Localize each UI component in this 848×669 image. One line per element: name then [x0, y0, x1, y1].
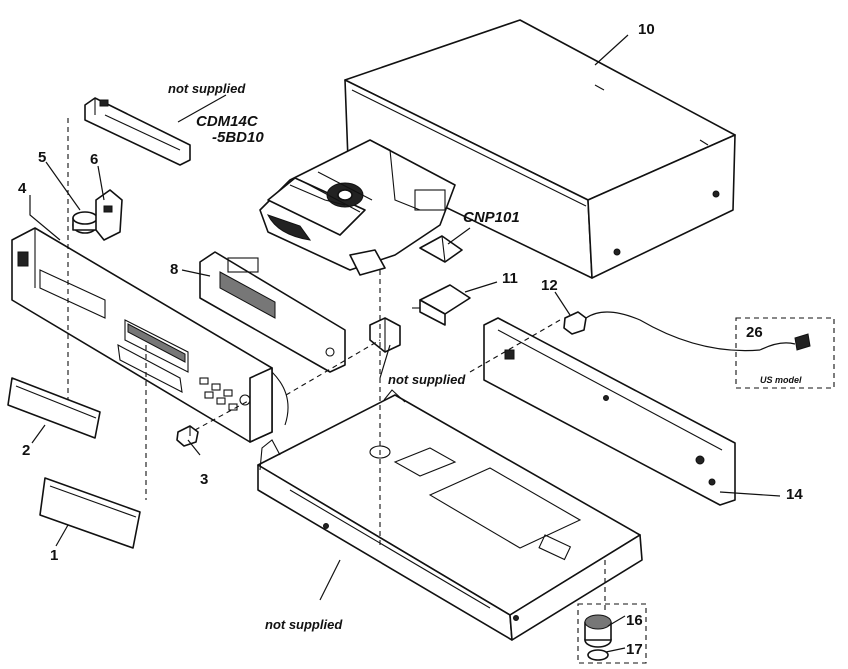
part-11	[412, 284, 471, 326]
middle-bracket	[369, 317, 401, 353]
window-2	[7, 377, 101, 439]
part-number-14: 14	[786, 486, 803, 503]
bottom-chassis	[257, 389, 643, 641]
top-bracket	[84, 97, 191, 166]
part-number-11: 11	[502, 270, 518, 287]
part-number-3: 3	[200, 471, 208, 488]
label-not-supplied-mid: not supplied	[388, 372, 466, 387]
part-number-4: 4	[18, 180, 27, 197]
part-number-26: 26	[746, 324, 763, 341]
part-number-1: 1	[50, 547, 58, 564]
label-cd-mech-line1: CDM14C	[196, 113, 259, 130]
power-cord	[563, 311, 811, 352]
part-number-17: 17	[626, 641, 643, 658]
assembly-lines	[67, 118, 606, 610]
part-number-8: 8	[170, 261, 178, 278]
front-panel	[11, 227, 289, 443]
part-number-6: 6	[90, 151, 98, 168]
connector-cnp101	[419, 235, 463, 263]
rear-panel	[483, 317, 736, 506]
top-cover	[344, 19, 736, 279]
leader-lines	[29, 34, 781, 653]
label-not-supplied-bottom: not supplied	[265, 617, 343, 632]
bushing-5	[72, 211, 98, 234]
label-cnp101: CNP101	[463, 209, 520, 226]
cd-mechanism	[259, 139, 456, 276]
knob-3	[176, 425, 199, 447]
part-numbers: 10 5 6 4 8 11 12 26 2 3 1 14 16 17	[18, 21, 803, 658]
part-number-5: 5	[38, 149, 46, 166]
text-labels: not supplied CDM14C -5BD10 CNP101 not su…	[168, 81, 802, 632]
window-1	[39, 477, 141, 549]
part-number-16: 16	[626, 612, 643, 629]
part-number-10: 10	[638, 21, 655, 38]
label-not-supplied-top: not supplied	[168, 81, 246, 96]
us-model-box	[735, 317, 835, 389]
board-8	[199, 251, 346, 373]
label-us-model: US model	[760, 375, 802, 385]
part-number-12: 12	[541, 277, 558, 294]
foot	[584, 614, 612, 661]
label-cd-mech-line2: -5BD10	[212, 129, 264, 146]
board-6	[95, 189, 123, 241]
part-number-2: 2	[22, 442, 30, 459]
front-panel-buttons	[199, 377, 251, 411]
